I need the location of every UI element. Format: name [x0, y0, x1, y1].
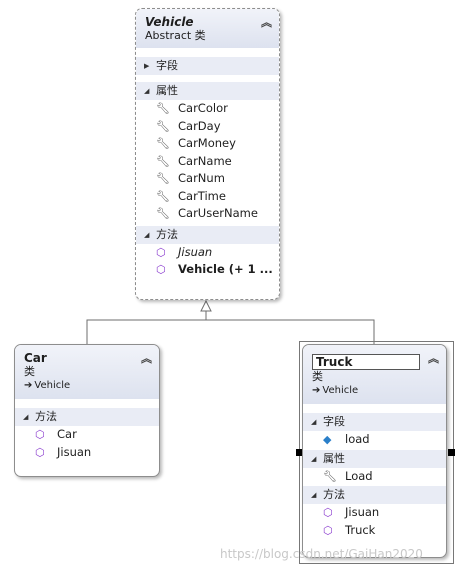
list-item[interactable]: 🔧︎CarTime — [136, 188, 279, 206]
wrench-icon: 🔧︎ — [156, 137, 170, 150]
list-item[interactable]: ⬡Vehicle (+ 1 ... — [136, 261, 279, 279]
class-kind: 类 — [312, 370, 323, 383]
list-item[interactable]: 🔧︎CarMoney — [136, 135, 279, 153]
double-chevron-up-icon[interactable]: ︽ — [261, 16, 272, 29]
resize-handle-right[interactable] — [448, 449, 455, 456]
cube-icon: ⬡ — [156, 245, 166, 259]
list-item[interactable]: 🔧︎Load — [303, 468, 446, 486]
wrench-icon: 🔧︎ — [156, 189, 170, 203]
list-item[interactable]: 🔧︎CarDay — [136, 118, 279, 136]
class-truck[interactable]: Truck 类 ➔Vehicle ︽ ◢字段 ◆load ◢属性 🔧︎Load … — [302, 344, 447, 558]
wrench-icon: 🔧︎ — [156, 172, 170, 185]
base-class: ➔Vehicle — [24, 380, 71, 391]
double-chevron-up-icon[interactable]: ︽ — [141, 352, 152, 365]
section-label: 方法 — [35, 410, 57, 423]
list-item[interactable]: ⬡Jisuan — [303, 504, 446, 522]
section-label: 属性 — [156, 84, 178, 97]
triangle-down-icon[interactable]: ◢ — [311, 491, 317, 499]
section-methods[interactable]: ◢ 方法 — [15, 407, 159, 426]
list-item[interactable]: 🔧︎CarNum — [136, 170, 279, 188]
arrow-right-icon: ➔ — [312, 385, 321, 396]
wrench-icon: 🔧︎ — [156, 119, 170, 133]
section-label: 字段 — [323, 415, 345, 428]
list-item[interactable]: ◆load — [303, 431, 446, 449]
class-car-header[interactable]: Car 类 ➔Vehicle ︽ — [15, 345, 159, 399]
section-label: 方法 — [156, 227, 178, 241]
triangle-down-icon[interactable]: ◢ — [311, 418, 317, 426]
section-methods[interactable]: ◢ 方法 — [303, 485, 446, 504]
list-item[interactable]: 🔧︎CarUserName — [136, 205, 279, 223]
wrench-icon: 🔧︎ — [156, 102, 170, 115]
section-methods[interactable]: ◢ 方法 — [136, 224, 279, 244]
class-truck-header[interactable]: Truck 类 ➔Vehicle ︽ — [303, 345, 446, 404]
class-name: Car — [24, 351, 47, 365]
class-vehicle-header[interactable]: Vehicle Abstract 类 ︽ — [136, 9, 279, 48]
cube-icon: ⬡ — [156, 263, 166, 276]
list-item[interactable]: ⬡Car — [15, 426, 159, 444]
class-car[interactable]: Car 类 ➔Vehicle ︽ ◢方法 ⬡Car ⬡Jisuan — [14, 344, 160, 477]
base-class: ➔Vehicle — [312, 385, 359, 396]
triangle-down-icon[interactable]: ◢ — [144, 87, 150, 95]
class-name: Vehicle — [145, 15, 194, 29]
list-item[interactable]: 🔧︎CarName — [136, 153, 279, 171]
class-kind: 类 — [24, 365, 35, 378]
section-label: 方法 — [323, 488, 345, 501]
class-kind: Abstract 类 — [145, 29, 206, 42]
triangle-down-icon[interactable]: ◢ — [144, 230, 150, 239]
list-item[interactable]: 🔧︎CarColor — [136, 100, 279, 118]
arrow-right-icon: ➔ — [24, 380, 33, 391]
triangle-down-icon[interactable]: ◢ — [311, 454, 317, 463]
connector-truck — [206, 319, 375, 344]
section-fields[interactable]: ▶ 字段 — [136, 56, 279, 75]
wrench-icon: 🔧︎ — [323, 469, 337, 483]
section-properties[interactable]: ◢ 属性 — [136, 81, 279, 100]
field-icon: ◆ — [323, 433, 332, 446]
section-fields[interactable]: ◢ 字段 — [303, 412, 446, 431]
section-properties[interactable]: ◢ 属性 — [303, 448, 446, 468]
triangle-down-icon[interactable]: ◢ — [23, 413, 29, 421]
triangle-right-icon[interactable]: ▶ — [144, 62, 150, 70]
cube-icon: ⬡ — [323, 523, 333, 537]
wrench-icon: 🔧︎ — [156, 207, 170, 220]
cube-icon: ⬡ — [35, 428, 45, 441]
double-chevron-up-icon[interactable]: ︽ — [428, 352, 439, 365]
resize-handle-left[interactable] — [296, 449, 303, 456]
cube-icon: ⬡ — [35, 445, 45, 459]
connector-car — [86, 319, 206, 344]
inheritance-arrowhead — [200, 299, 212, 312]
watermark: https://blog.csdn.net/GaiHan2020 — [220, 547, 423, 561]
class-name[interactable]: Truck — [312, 354, 420, 370]
section-label: 属性 — [323, 451, 345, 465]
cube-icon: ⬡ — [323, 506, 333, 519]
list-item[interactable]: ⬡Jisuan — [15, 444, 159, 462]
class-vehicle[interactable]: Vehicle Abstract 类 ︽ ▶字段 ◢属性 🔧︎CarColor … — [135, 8, 280, 300]
section-label: 字段 — [156, 59, 178, 72]
list-item[interactable]: ⬡Truck — [303, 522, 446, 540]
list-item[interactable]: ⬡Jisuan — [136, 244, 279, 262]
wrench-icon: 🔧︎ — [156, 154, 170, 168]
